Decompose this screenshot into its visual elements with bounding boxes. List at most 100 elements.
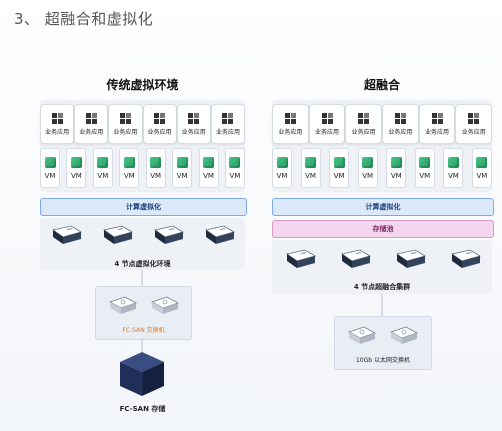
vm-label: VM xyxy=(71,171,82,180)
app-card: 业务应用 xyxy=(108,104,143,144)
server-icon xyxy=(393,248,427,270)
app-label: 业务应用 xyxy=(351,128,376,136)
vm-label: VM xyxy=(44,171,56,180)
right-compute-virtualization-bar: 计算虚拟化 xyxy=(272,198,494,216)
vm-label: VM xyxy=(362,171,374,180)
fc-san-switch-caption: FC-SAN 交换机 xyxy=(122,327,165,334)
switch-icon xyxy=(346,322,378,350)
left-server-row xyxy=(40,224,245,246)
vm-card: VM xyxy=(272,148,292,188)
app-label: 业务应用 xyxy=(215,128,240,136)
vm-card: VM xyxy=(329,148,350,188)
page-title: 3、 超融合和虚拟化 xyxy=(14,10,154,28)
app-label: 业务应用 xyxy=(147,128,172,136)
vm-label: VM xyxy=(97,171,109,180)
app-card: 业务应用 xyxy=(455,104,493,144)
app-label: 业务应用 xyxy=(461,128,486,136)
left-switch-storage-connector xyxy=(141,338,143,352)
app-card: 业务应用 xyxy=(176,104,211,144)
left-server-background xyxy=(40,218,245,270)
vm-card: VM xyxy=(443,148,464,188)
vm-label: VM xyxy=(276,171,288,180)
left-app-row: 业务应用业务应用业务应用业务应用业务应用业务应用 xyxy=(40,104,246,144)
vm-cube-icon xyxy=(229,156,241,168)
right-server-background xyxy=(272,240,492,294)
server-icon xyxy=(151,224,185,246)
right-switch-box: 10Gb 以太网交换机 xyxy=(334,316,432,370)
server-icon xyxy=(49,224,83,246)
vm-label: VM xyxy=(476,171,488,180)
right-server-row xyxy=(272,248,492,270)
app-label: 业务应用 xyxy=(113,128,138,136)
vm-card: VM xyxy=(119,148,140,188)
right-server-caption: 4 节点超融合集群 xyxy=(353,283,411,291)
vm-card: VM xyxy=(66,148,87,188)
left-panel-title: 传统虚拟环境 xyxy=(106,78,179,92)
app-card: 业务应用 xyxy=(74,104,109,144)
vm-label: VM xyxy=(305,171,316,180)
app-grid-icon xyxy=(284,112,296,124)
app-grid-icon xyxy=(431,112,443,124)
vm-card: VM xyxy=(471,148,492,188)
server-icon xyxy=(448,248,482,270)
right-server-switch-connector xyxy=(381,294,383,318)
app-label: 业务应用 xyxy=(388,128,413,136)
vm-card: VM xyxy=(145,148,166,188)
vm-card: VM xyxy=(300,148,321,188)
app-grid-icon xyxy=(85,112,97,124)
vm-cube-icon xyxy=(203,156,215,168)
app-card: 业务应用 xyxy=(382,104,419,144)
vm-cube-icon xyxy=(70,156,82,168)
vm-label: VM xyxy=(176,171,188,180)
fc-san-storage-caption: FC-SAN 存储 xyxy=(119,405,166,413)
vm-card: VM xyxy=(92,148,113,188)
app-grid-icon xyxy=(119,112,131,124)
vm-cube-icon xyxy=(333,156,345,168)
vm-cube-icon xyxy=(123,156,135,168)
storage-cube-icon xyxy=(120,352,164,396)
app-grid-icon xyxy=(154,112,166,124)
vm-cube-icon xyxy=(44,156,56,168)
app-label: 业务应用 xyxy=(79,128,104,136)
vm-cube-icon xyxy=(150,156,162,168)
vm-cube-icon xyxy=(390,156,402,168)
vm-label: VM xyxy=(150,171,162,180)
vm-label: VM xyxy=(333,171,345,180)
app-card: 业务应用 xyxy=(308,104,346,144)
vm-label: VM xyxy=(229,171,241,180)
app-grid-icon xyxy=(321,112,333,124)
app-grid-icon xyxy=(358,112,370,124)
server-icon xyxy=(338,248,372,270)
vm-cube-icon xyxy=(305,156,317,168)
vm-cube-icon xyxy=(362,156,374,168)
app-grid-icon xyxy=(51,112,63,124)
app-card: 业务应用 xyxy=(210,104,246,144)
vm-cube-icon xyxy=(176,156,188,168)
app-card: 业务应用 xyxy=(345,104,383,144)
server-icon xyxy=(283,248,317,270)
app-card: 业务应用 xyxy=(418,104,456,144)
vm-cube-icon xyxy=(97,156,109,168)
vm-label: VM xyxy=(419,171,431,180)
right-panel-title: 超融合 xyxy=(363,78,400,92)
vm-label: VM xyxy=(447,171,459,180)
app-label: 业务应用 xyxy=(278,128,303,136)
vm-cube-icon xyxy=(447,156,459,168)
left-switch-row xyxy=(96,292,191,320)
vm-cube-icon xyxy=(276,156,288,168)
switch-icon xyxy=(107,292,139,320)
vm-card: VM xyxy=(386,148,407,188)
left-compute-virtualization-bar: 计算虚拟化 xyxy=(40,198,247,216)
app-label: 业务应用 xyxy=(181,128,206,136)
right-vm-row: VM VM VM VM VM VM VM VM xyxy=(272,148,492,188)
fc-san-storage xyxy=(118,350,166,398)
app-label: 业务应用 xyxy=(315,128,340,136)
vm-card: VM xyxy=(40,148,60,188)
app-card: 业务应用 xyxy=(40,104,75,144)
left-server-caption: 4 节点虚拟化环境 xyxy=(114,260,171,268)
app-card: 业务应用 xyxy=(272,104,309,144)
